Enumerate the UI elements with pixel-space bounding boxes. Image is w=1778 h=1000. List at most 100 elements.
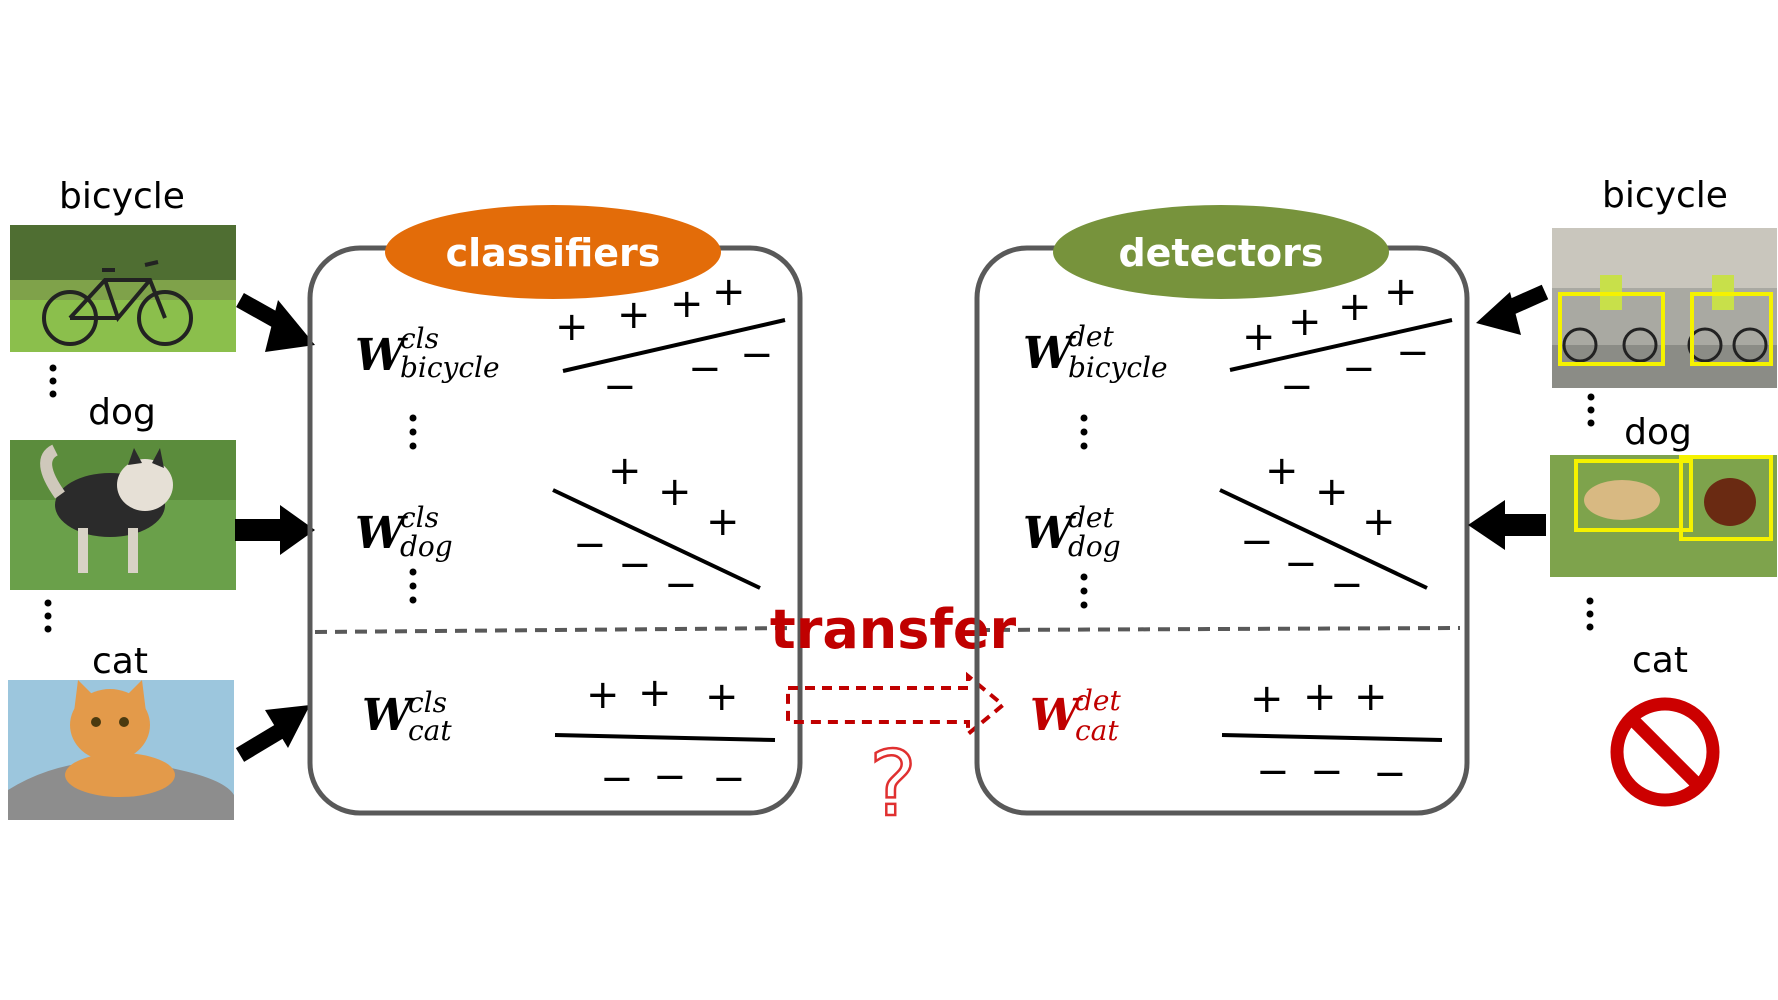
plus-sign: + bbox=[638, 670, 672, 716]
arrow-dog-to-detectors bbox=[1468, 500, 1546, 550]
detectors-title-pill bbox=[1053, 205, 1389, 299]
w-det-dog: W det dog bbox=[1023, 501, 1121, 563]
transfer-arrow bbox=[786, 671, 1007, 739]
arrow-bicycle-to-detectors bbox=[1476, 284, 1549, 335]
det-cat-boundary: + + + − − − bbox=[1221, 674, 1443, 797]
minus-sign: − bbox=[1330, 562, 1364, 608]
minus-sign: − bbox=[1310, 749, 1344, 795]
left-bicycle-image bbox=[10, 225, 236, 352]
plus-sign: + bbox=[1303, 674, 1337, 720]
w-subscript: bicycle bbox=[400, 351, 500, 384]
w-subscript: cat bbox=[408, 714, 452, 747]
classifiers-title: classifiers bbox=[446, 231, 661, 275]
plus-sign: + bbox=[586, 672, 620, 718]
classifiers-title-pill bbox=[385, 205, 721, 299]
w-symbol: W bbox=[1023, 508, 1077, 559]
minus-sign: − bbox=[600, 756, 634, 802]
minus-sign: − bbox=[618, 542, 652, 588]
w-subscript: cat bbox=[1075, 714, 1119, 747]
w-superscript: det bbox=[1075, 684, 1121, 717]
plus-sign: + bbox=[658, 469, 692, 515]
separator-dashed-left bbox=[314, 626, 796, 634]
w-superscript: det bbox=[1068, 320, 1114, 353]
right-dog-image bbox=[1550, 455, 1777, 577]
minus-sign: − bbox=[653, 754, 687, 800]
right-bicycle-image bbox=[1552, 228, 1777, 388]
minus-sign: − bbox=[1256, 749, 1290, 795]
plus-sign: + bbox=[1338, 284, 1372, 330]
w-symbol: W bbox=[362, 690, 416, 741]
minus-sign: − bbox=[664, 562, 698, 608]
minus-sign: − bbox=[1284, 541, 1318, 587]
right-dots-1 bbox=[1587, 393, 1595, 427]
w-subscript: bicycle bbox=[1068, 351, 1168, 384]
right-dots-2 bbox=[1586, 597, 1594, 631]
plus-sign: + bbox=[617, 292, 651, 338]
w-superscript: cls bbox=[400, 501, 439, 534]
plus-sign: + bbox=[608, 448, 642, 494]
minus-sign: − bbox=[1342, 346, 1376, 392]
w-det-cat: W det cat bbox=[1030, 684, 1121, 747]
w-subscript: dog bbox=[400, 530, 453, 563]
plus-sign: + bbox=[1265, 448, 1299, 494]
question-mark-icon: ? bbox=[869, 732, 917, 837]
left-dots-1 bbox=[49, 364, 57, 398]
w-symbol: W bbox=[355, 330, 409, 381]
cls-dots-2 bbox=[409, 568, 417, 604]
arrow-bicycle-to-classifiers bbox=[236, 293, 315, 352]
right-dog-label: dog bbox=[1624, 412, 1692, 453]
minus-sign: − bbox=[603, 364, 637, 410]
cls-dog-boundary: + + + − − − bbox=[552, 448, 761, 608]
minus-sign: − bbox=[1280, 364, 1314, 410]
w-symbol: W bbox=[1023, 328, 1077, 379]
w-cls-bicycle: W cls bicycle bbox=[355, 322, 500, 384]
plus-sign: + bbox=[1242, 314, 1276, 360]
minus-sign: − bbox=[740, 332, 774, 378]
left-dog-label: dog bbox=[88, 392, 156, 433]
no-symbol-icon bbox=[1610, 697, 1720, 807]
w-symbol: W bbox=[355, 508, 409, 559]
plus-sign: + bbox=[1250, 676, 1284, 722]
arrow-cat-to-classifiers bbox=[235, 705, 310, 762]
w-cls-cat: W cls cat bbox=[362, 686, 452, 747]
minus-sign: − bbox=[712, 756, 746, 802]
cls-bicycle-boundary: + + + + − − − bbox=[555, 269, 786, 410]
w-det-bicycle: W det bicycle bbox=[1023, 320, 1168, 384]
plus-sign: + bbox=[1384, 269, 1418, 315]
separator-dashed-right bbox=[977, 626, 1461, 632]
left-dog-image bbox=[10, 440, 236, 590]
w-cls-dog: W cls dog bbox=[355, 501, 453, 563]
minus-sign: − bbox=[573, 522, 607, 568]
left-dots-2 bbox=[44, 599, 52, 633]
plus-sign: + bbox=[1354, 674, 1388, 720]
det-dog-boundary: + + + − − − bbox=[1219, 448, 1428, 608]
plus-sign: + bbox=[705, 674, 739, 720]
det-dots-2 bbox=[1080, 573, 1088, 609]
arrow-dog-to-classifiers bbox=[235, 505, 315, 555]
minus-sign: − bbox=[1373, 751, 1407, 797]
plus-sign: + bbox=[555, 304, 589, 350]
right-bicycle-label: bicycle bbox=[1602, 175, 1728, 216]
left-bicycle-label: bicycle bbox=[59, 176, 185, 217]
cls-dots-1 bbox=[409, 414, 417, 450]
plus-sign: + bbox=[670, 281, 704, 327]
detectors-title: detectors bbox=[1118, 231, 1323, 275]
plus-sign: + bbox=[1362, 499, 1396, 545]
minus-sign: − bbox=[1240, 519, 1274, 565]
plus-sign: + bbox=[712, 269, 746, 315]
w-superscript: cls bbox=[408, 686, 447, 719]
minus-sign: − bbox=[688, 346, 722, 392]
left-cat-image bbox=[8, 680, 234, 820]
left-cat-label: cat bbox=[92, 641, 148, 682]
det-bicycle-boundary: + + + + − − − bbox=[1229, 269, 1453, 410]
w-superscript: cls bbox=[400, 322, 439, 355]
plus-sign: + bbox=[706, 499, 740, 545]
w-subscript: dog bbox=[1068, 530, 1121, 563]
det-dots-1 bbox=[1080, 414, 1088, 450]
cls-cat-boundary: + + + − − − bbox=[554, 670, 776, 802]
minus-sign: − bbox=[1396, 330, 1430, 376]
right-cat-label: cat bbox=[1632, 640, 1688, 681]
plus-sign: + bbox=[1288, 299, 1322, 345]
w-symbol: W bbox=[1030, 690, 1084, 741]
